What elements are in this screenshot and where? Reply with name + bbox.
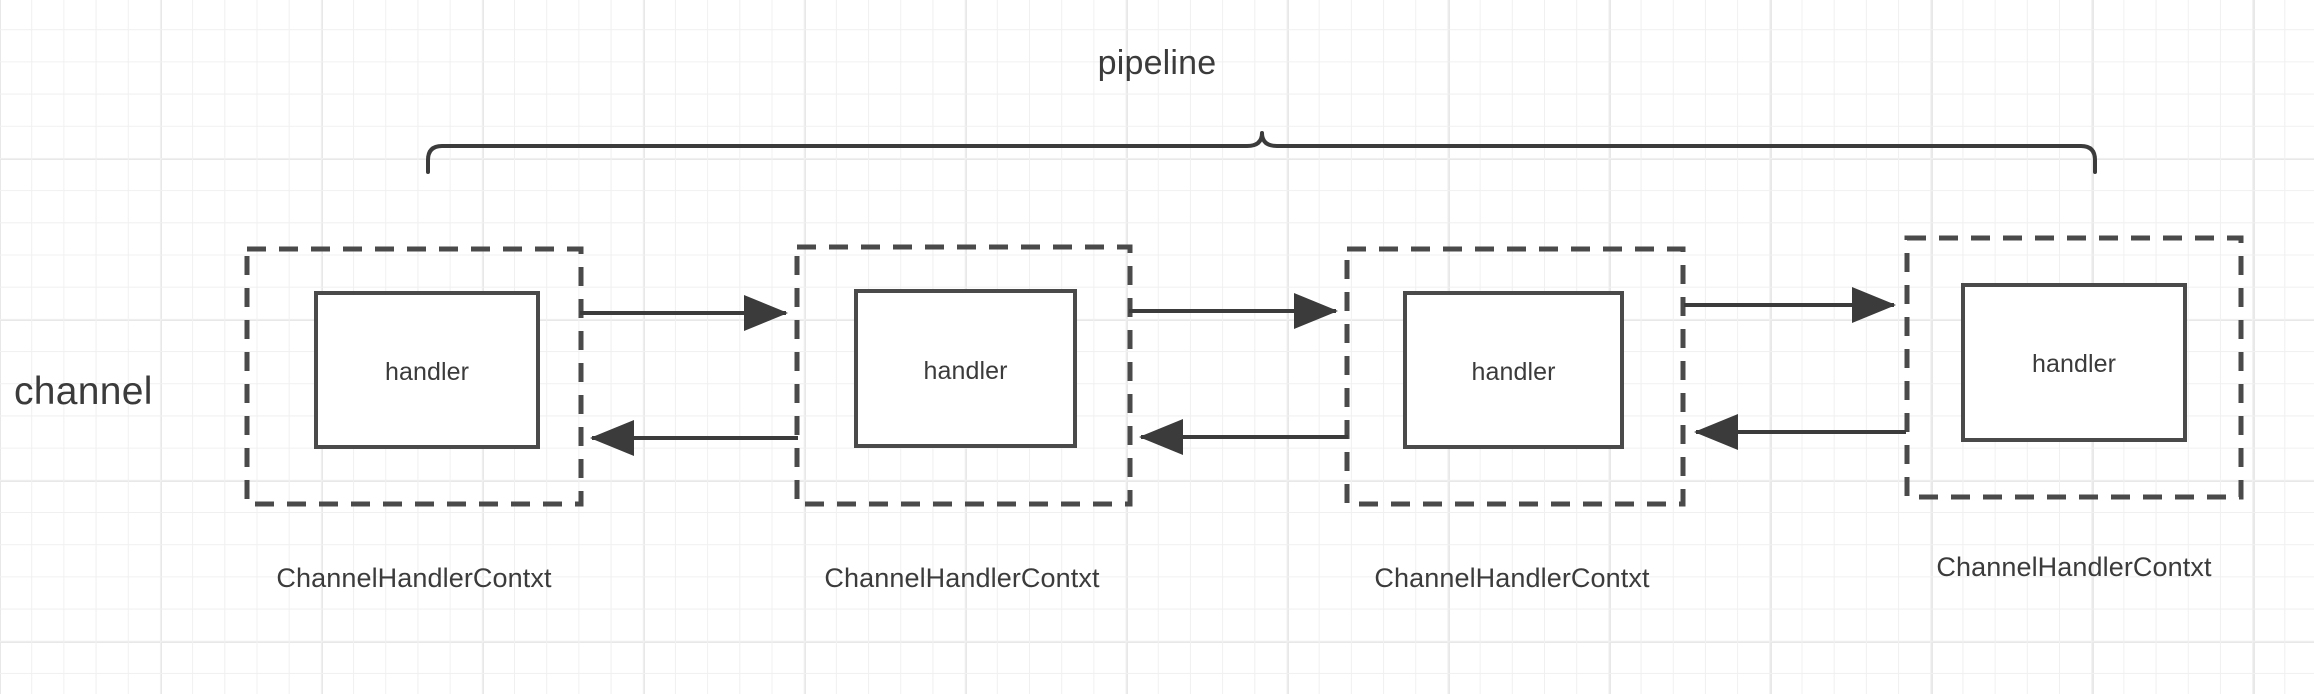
handler-label-4: handler (2031, 350, 2117, 378)
handler-box-2[interactable] (854, 289, 1077, 448)
channel-label: channel (14, 370, 153, 413)
handler-box-3[interactable] (1403, 291, 1624, 449)
handler-label-1: handler (384, 358, 470, 386)
channel-handler-context-box-1[interactable] (244, 246, 584, 507)
channel-handler-context-label-1: ChannelHandlerContxt (276, 563, 552, 593)
channel-handler-context-box-4[interactable] (1904, 235, 2244, 500)
handler-label-2: handler (923, 357, 1008, 385)
handler-label-3: handler (1471, 358, 1556, 386)
pipeline-brace (426, 131, 2097, 174)
handler-box-4[interactable] (1961, 283, 2187, 442)
channel-handler-context-label-3: ChannelHandlerContxt (1374, 563, 1650, 593)
channel-handler-context-label-2: ChannelHandlerContxt (824, 563, 1100, 593)
handler-box-1[interactable] (314, 291, 540, 449)
channel-handler-context-box-2[interactable] (794, 244, 1133, 507)
channel-handler-context-label-4: ChannelHandlerContxt (1936, 552, 2212, 582)
channel-handler-context-box-3[interactable] (1344, 246, 1686, 507)
pipeline-label: pipeline (1097, 44, 1217, 82)
